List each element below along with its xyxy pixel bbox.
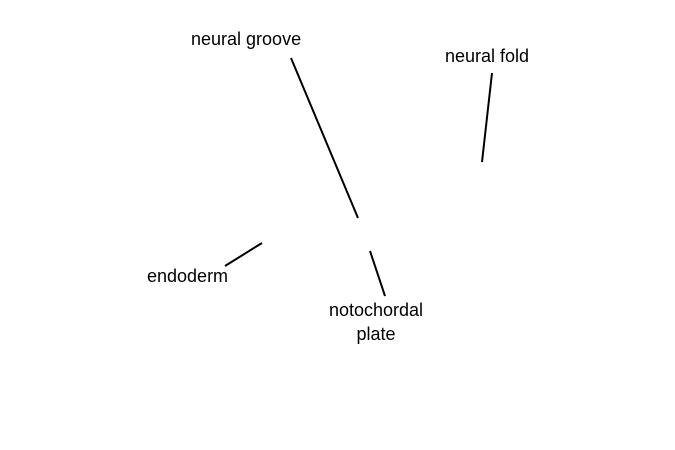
notochordal-plate-label-line1: notochordal	[328, 300, 424, 320]
neural-fold-leader-line	[481, 72, 493, 163]
endoderm-label: endoderm	[147, 266, 229, 286]
endoderm-leader-line	[224, 242, 263, 267]
neural-fold-label: neural fold	[445, 46, 530, 66]
neural-groove-label: neural groove	[191, 29, 302, 49]
notochordal-plate-leader-line	[369, 250, 386, 297]
neural-groove-leader-line	[290, 57, 359, 219]
notochordal-plate-label: notochordal plate	[318, 298, 434, 346]
notochordal-plate-label-line2: plate	[356, 324, 396, 344]
